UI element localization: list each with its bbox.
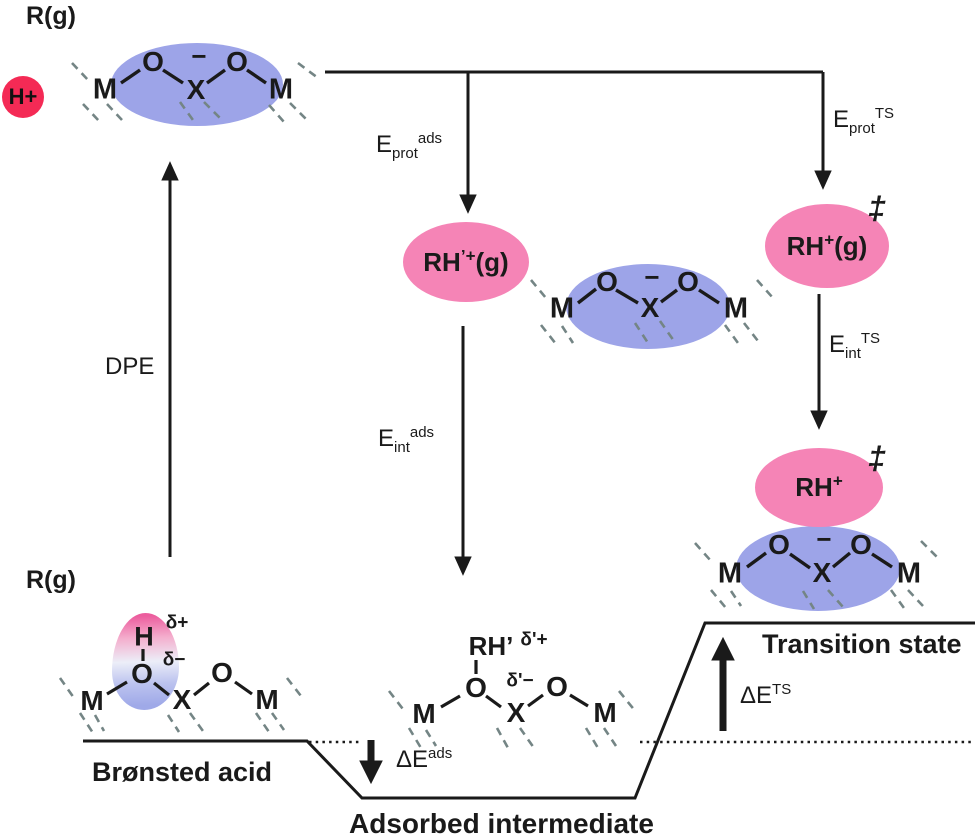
delta-e-ads-label: ΔEads <box>396 745 453 773</box>
proton-circle: H+ <box>2 76 44 118</box>
species-rh-prime-gas-ellipse: RH’+(g) <box>403 222 529 302</box>
atom-m: M <box>593 697 617 728</box>
atom-o: O <box>596 266 618 297</box>
atom-x: X <box>812 557 832 588</box>
e-int-ads-label: Eintads <box>378 424 435 456</box>
charge-minus: − <box>191 41 207 71</box>
delta-prime-plus-label: δ'+ <box>520 629 548 651</box>
atom-o: O <box>211 657 233 688</box>
atom-m: M <box>80 685 104 716</box>
rh-ts-label: RH+ <box>795 471 843 502</box>
atom-o: O <box>131 658 153 689</box>
e-prot-ts-label: EprotTS <box>833 105 895 137</box>
atom-m: M <box>896 557 922 590</box>
atom-o: O <box>677 266 699 297</box>
atom-o: O <box>768 529 790 560</box>
charge-minus: − <box>644 262 660 292</box>
proton-label: H+ <box>8 84 38 109</box>
cluster-bonds-top-left <box>120 68 267 85</box>
adsorbed-rh-label: RH’ <box>468 631 514 661</box>
transition-state-label: Transition state <box>762 629 962 659</box>
rh-prime-gas-label: RH’+(g) <box>423 245 509 277</box>
species-rh-ts-ellipse: RH+ <box>755 448 883 527</box>
atom-o: O <box>465 672 487 703</box>
atom-h: H <box>134 621 154 652</box>
cluster-ellipse-top-left <box>111 43 283 126</box>
charge-minus: − <box>816 524 832 554</box>
atom-x: X <box>506 697 526 728</box>
bronsted-acid-label: Brønsted acid <box>92 757 273 787</box>
framework-dashed-bonds <box>58 61 940 749</box>
cluster-ellipse-transition <box>736 526 900 611</box>
reactant-gas-label-top: R(g) <box>26 2 76 30</box>
adsorbed-site-bonds <box>440 660 589 709</box>
species-rh-gas-ellipse: RH+(g) <box>765 204 889 288</box>
delta-plus-label: δ+ <box>165 612 189 634</box>
double-dagger-icon: ‡ <box>868 190 886 226</box>
e-int-ts-label: EintTS <box>829 330 881 362</box>
atom-m: M <box>255 684 279 715</box>
atom-o: O <box>226 46 248 77</box>
atom-o: O <box>142 46 164 77</box>
delta-prime-minus-label: δ'− <box>506 670 534 692</box>
atom-m: M <box>717 557 743 590</box>
delta-e-ts-label: ΔETS <box>740 681 792 709</box>
e-prot-ads-label: Eprotads <box>376 130 443 162</box>
atom-m: M <box>412 698 436 729</box>
cluster-bonds-transition <box>745 551 893 570</box>
cluster-bonds-middle <box>576 287 720 305</box>
atom-x: X <box>640 292 660 323</box>
atom-o: O <box>546 671 568 702</box>
energy-profile-line <box>83 621 975 800</box>
adsorbed-intermediate-label: Adsorbed intermediate <box>349 808 654 839</box>
atom-m: M <box>268 73 294 106</box>
dpe-label: DPE <box>105 353 155 380</box>
reactant-gas-label-bottom: R(g) <box>26 566 76 594</box>
atom-o: O <box>850 529 872 560</box>
bronsted-site-bonds <box>106 649 253 697</box>
atom-x: X <box>186 74 206 105</box>
atom-m: M <box>549 292 575 325</box>
cluster-ellipse-middle <box>566 264 730 349</box>
rh-gas-label: RH+(g) <box>786 229 868 261</box>
double-dagger-icon: ‡ <box>868 440 886 476</box>
atom-x: X <box>172 684 192 715</box>
delta-minus-label: δ− <box>162 649 186 671</box>
atom-m: M <box>92 73 118 106</box>
atom-m: M <box>723 292 749 325</box>
